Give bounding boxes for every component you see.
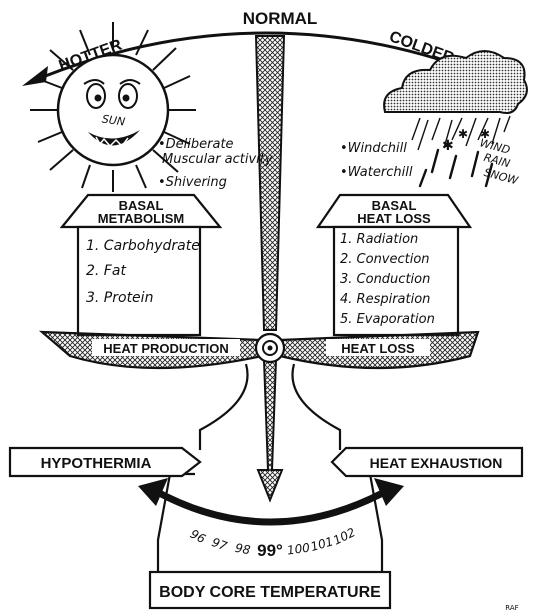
weather-bullet-windchill: •Windchill [340,141,407,156]
gauge-tick-100: 100 [286,540,311,557]
sun-bullet-deliberate: •Deliberate [158,137,234,152]
right-pan-item-1: 1. Radiation [340,232,418,247]
gauge-ticks: 96 97 98 99° 100 101 102 [188,525,358,560]
gauge-tick-98: 98 [234,541,252,558]
svg-text:✱: ✱ [442,138,454,154]
left-pan-title-line2: METABOLISM [98,211,184,226]
body-core-temperature-label: BODY CORE TEMPERATURE [159,584,381,601]
left-pan-item-3: 3. Protein [86,290,153,306]
gauge-tick-99-normal: 99° [257,541,283,560]
heat-exhaustion-label: HEAT EXHAUSTION [370,455,503,471]
gauge-tick-97: 97 [210,535,229,554]
left-pan-item-2: 2. Fat [86,263,126,279]
right-pan-title-line2: HEAT LOSS [357,211,431,226]
artist-signature: RAF [505,604,518,612]
weather-bullet-waterchill: •Waterchill [340,165,413,180]
right-pan-item-3: 3. Conduction [340,272,430,287]
right-pan-item-4: 4. Respiration [340,292,430,307]
heat-production-label: HEAT PRODUCTION [103,341,228,356]
normal-label: NORMAL [243,9,318,28]
right-pan-item-5: 5. Evaporation [340,312,435,327]
right-pan-item-2: 2. Convection [340,252,430,267]
sun-bullet-muscular: Muscular activity [162,152,273,167]
sun-bullet-shivering: •Shivering [158,175,227,190]
left-pan-item-1: 1. Carbohydrate [86,238,200,254]
hotter-arrowhead [22,66,48,86]
heat-loss-label: HEAT LOSS [341,341,415,356]
weather-label-snow: SNOW [482,166,520,188]
gauge-tick-102: 102 [331,525,358,548]
balance-needle [256,36,284,500]
hypothermia-label: HYPOTHERMIA [41,455,152,472]
gauge-tick-96: 96 [188,527,208,547]
svg-text:✱: ✱ [458,127,468,141]
